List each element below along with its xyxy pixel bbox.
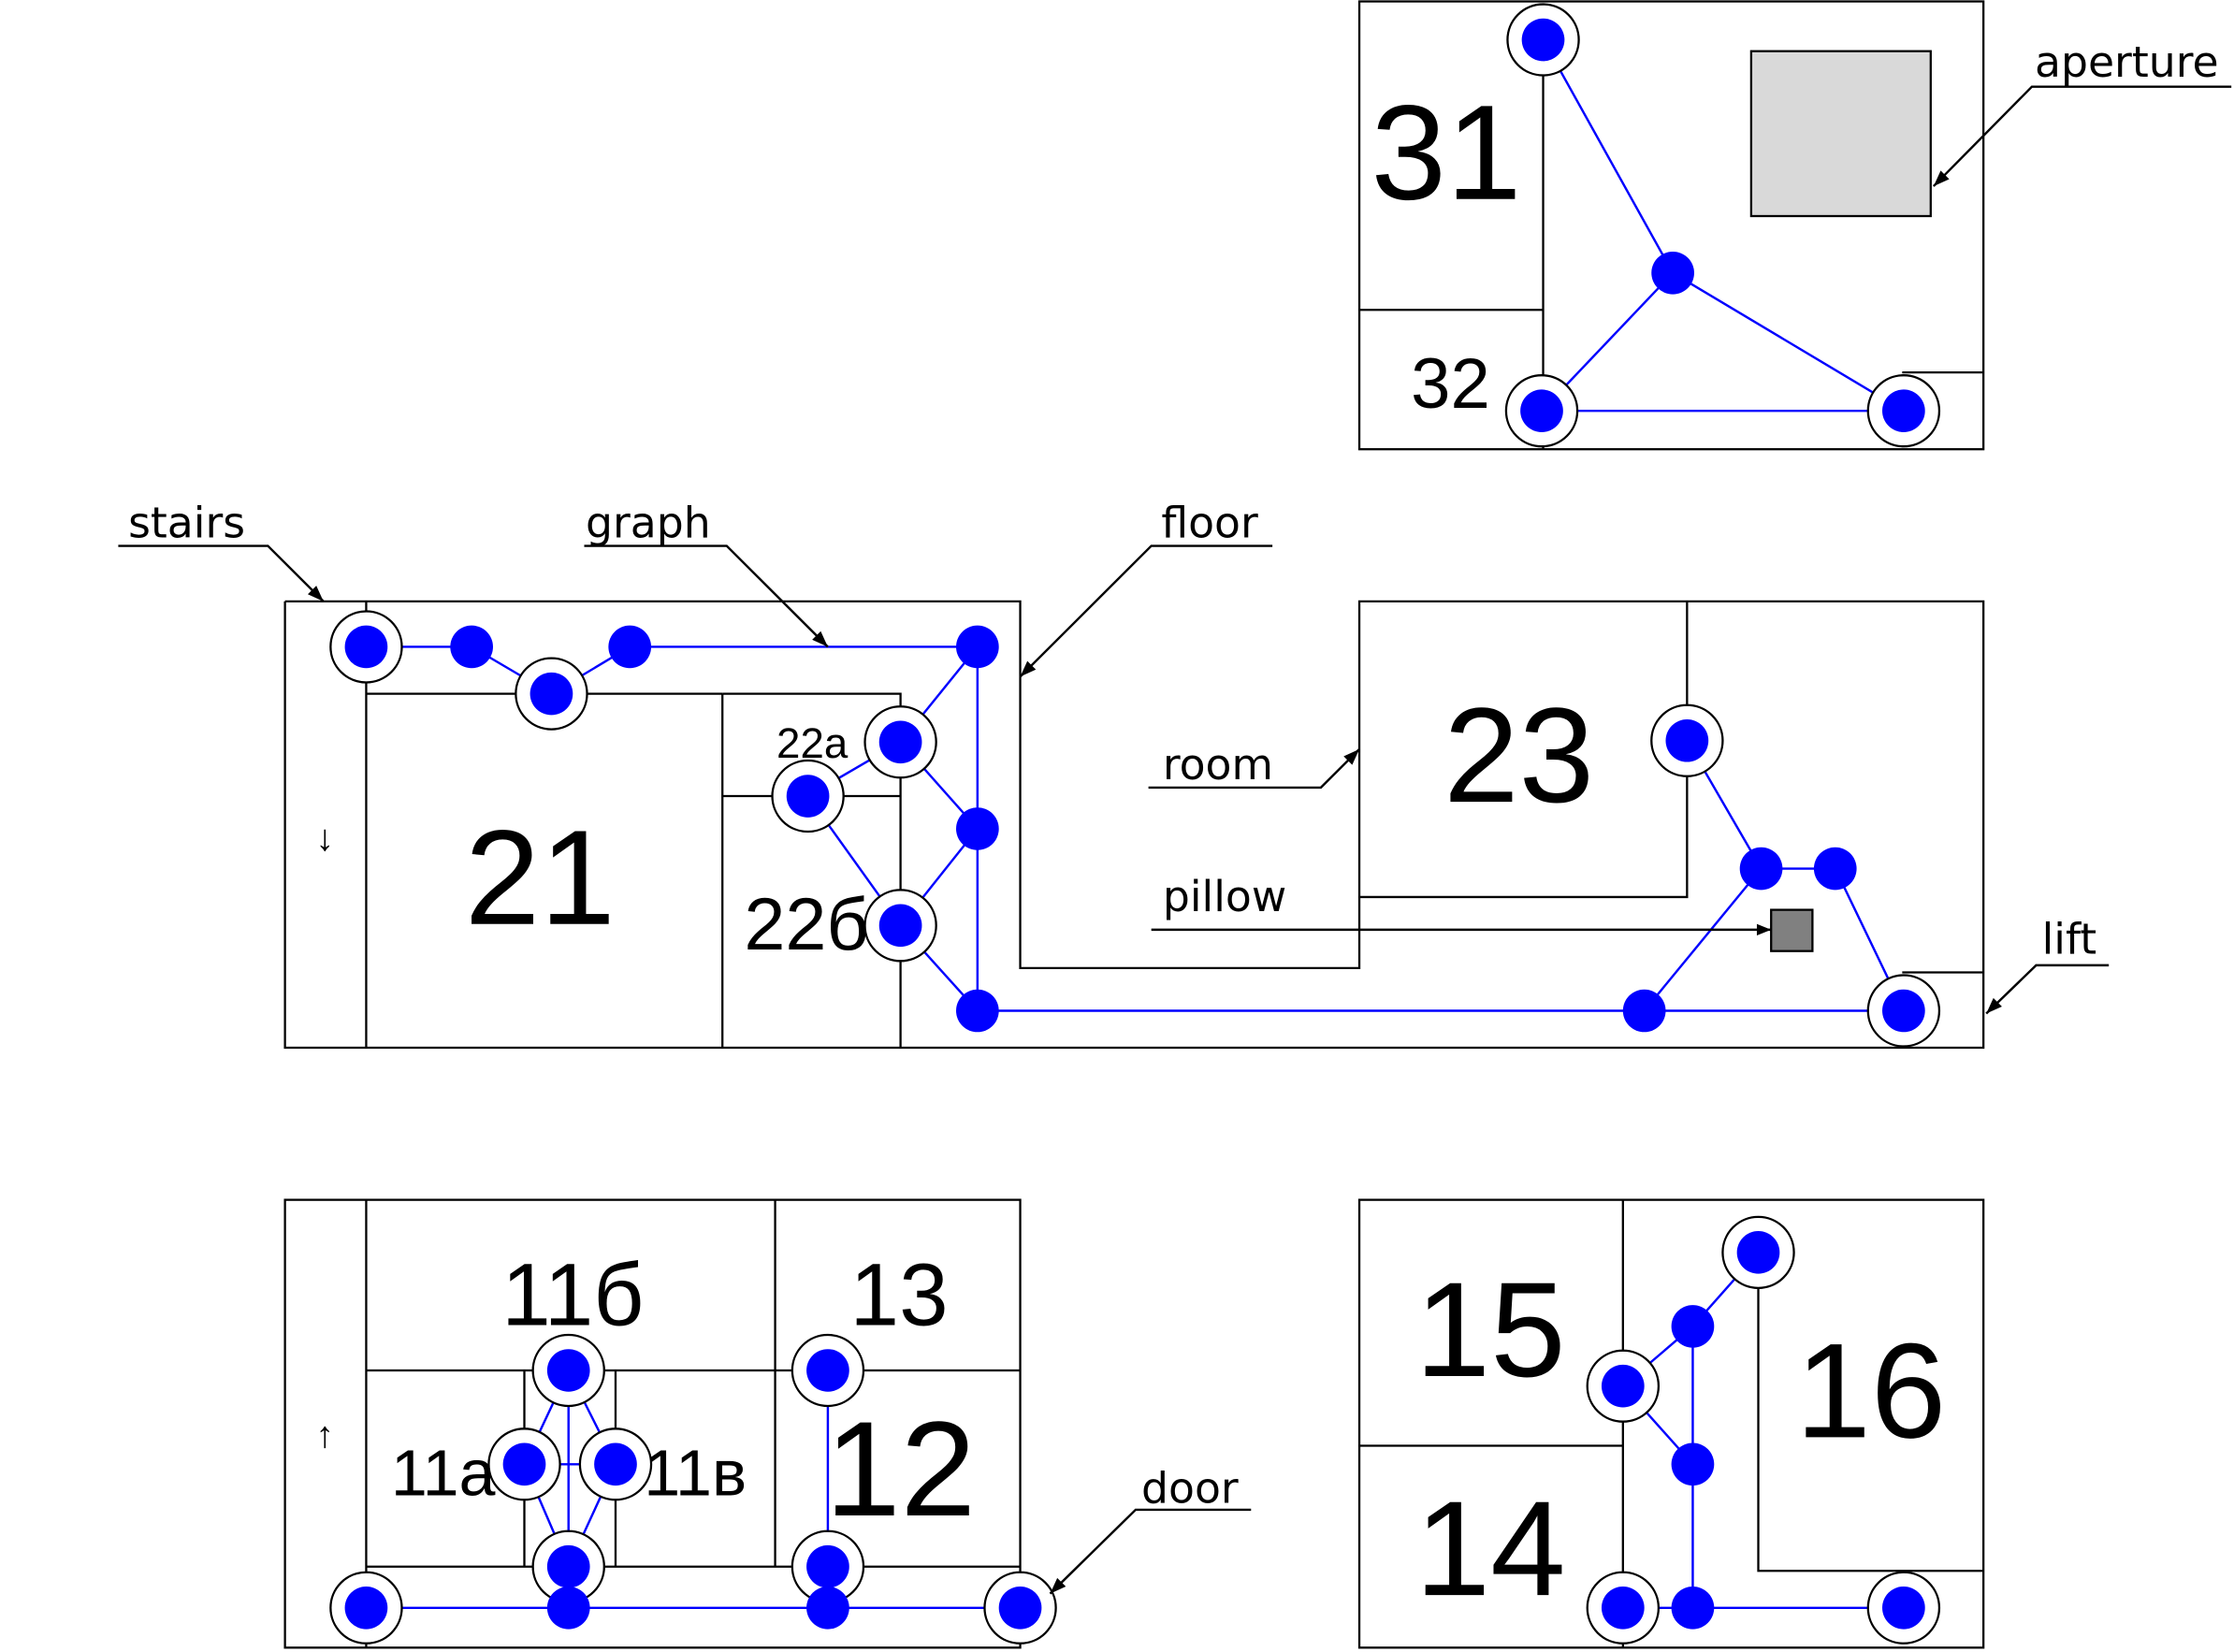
- room-label-13: 13: [850, 1245, 949, 1343]
- floor-1-left: ↑ 11б 13 11а 11в 12: [283, 1198, 1057, 1649]
- stairs-leader: [118, 544, 325, 602]
- graph-node: [956, 625, 999, 669]
- floor-1-right-outline: [1357, 1198, 1985, 1649]
- lift-leader: [1985, 964, 2110, 1015]
- graph-node: [546, 1349, 590, 1392]
- graph-node: [998, 1586, 1042, 1630]
- graph-node: [594, 1442, 637, 1486]
- door-leader: [1049, 1508, 1252, 1595]
- graph-edge: [1672, 271, 1905, 413]
- room-label-22b: 22б: [744, 882, 868, 965]
- aperture-shape: [1749, 50, 1932, 218]
- aperture-leader: [1932, 85, 2232, 187]
- graph-node: [450, 625, 493, 669]
- room-label-11a: 11а: [391, 1437, 496, 1510]
- arrowhead: [1933, 170, 1950, 187]
- room-label-15: 15: [1415, 1253, 1566, 1405]
- annotation-stairs: stairs: [128, 498, 245, 547]
- annotation-door: door: [1141, 1463, 1239, 1513]
- floor-1-right: 15 16 14: [1357, 1198, 1985, 1649]
- wall: [1359, 601, 1689, 899]
- graph-node: [1521, 18, 1565, 62]
- room-label-16: 16: [1795, 1315, 1946, 1467]
- room-label-32: 32: [1411, 344, 1490, 424]
- graph-node: [1736, 1231, 1780, 1274]
- wall: [1757, 1252, 1984, 1572]
- graph-node: [1882, 989, 1925, 1033]
- graph-node: [502, 1442, 546, 1486]
- room-label-14: 14: [1415, 1472, 1566, 1624]
- room-leader: [1148, 748, 1360, 790]
- annotation-pillow: pillow: [1163, 872, 1286, 921]
- floor-2: ↓: [283, 600, 1985, 1050]
- floor-leader: [1019, 544, 1273, 678]
- annotation-aperture: aperture: [2035, 37, 2219, 87]
- graph-node: [956, 807, 999, 850]
- arrowhead: [307, 586, 324, 601]
- graph-node: [546, 1544, 590, 1588]
- graph-node: [806, 1544, 849, 1588]
- floor-3-outline: [1357, 0, 1985, 451]
- graph-node: [786, 775, 830, 818]
- annotation-room: room: [1163, 740, 1273, 790]
- graph-node: [1601, 1586, 1645, 1630]
- arrowhead: [1050, 1577, 1066, 1594]
- graph-node: [1813, 847, 1857, 891]
- graph-node: [1651, 251, 1694, 295]
- stairs-down-arrow: ↓: [315, 818, 334, 859]
- room-label-11v: 11в: [644, 1437, 747, 1510]
- annotation-floor: floor: [1161, 498, 1258, 547]
- room-label-12: 12: [825, 1393, 976, 1544]
- graph-node: [344, 625, 388, 669]
- room-label-22a: 22а: [776, 719, 849, 767]
- room-label-23: 23: [1443, 679, 1594, 831]
- room-label-21: 21: [465, 802, 616, 953]
- graph-node: [1622, 989, 1666, 1033]
- graph-node: [1671, 1586, 1715, 1630]
- room-label-31: 31: [1371, 77, 1521, 228]
- annotation-graph: graph: [586, 498, 711, 547]
- graph-node: [1601, 1364, 1645, 1408]
- graph-node: [806, 1349, 849, 1392]
- graph-edge: [1542, 38, 1675, 274]
- graph-edge: [1643, 867, 1763, 1012]
- graph-node: [1520, 389, 1563, 432]
- graph-node: [1665, 718, 1709, 762]
- floor-2-outline: [283, 600, 1985, 1050]
- graph-node: [1739, 847, 1783, 891]
- graph-node: [956, 989, 999, 1033]
- graph-node: [1882, 1586, 1925, 1630]
- graph-leader: [584, 544, 829, 648]
- graph-node: [529, 672, 573, 716]
- graph-node: [608, 625, 652, 669]
- pillow-shape: [1770, 908, 1814, 952]
- annotations: aperture stairs graph floor room pillow …: [118, 37, 2232, 1595]
- annotation-lift: lift: [2042, 915, 2097, 964]
- stairs-up-arrow: ↑: [315, 1414, 334, 1456]
- arrowhead: [812, 630, 828, 647]
- graph-node: [878, 720, 922, 764]
- arrowhead: [1020, 660, 1037, 677]
- graph-node: [1882, 389, 1925, 432]
- arrowhead: [1756, 923, 1772, 935]
- graph-node: [546, 1586, 590, 1630]
- graph-node: [878, 904, 922, 948]
- graph-node: [806, 1586, 849, 1630]
- arrowhead: [1986, 997, 2002, 1014]
- floor-1-left-outline: [283, 1198, 1022, 1649]
- graph-node: [344, 1586, 388, 1630]
- floor-3: 31 32: [1357, 0, 1985, 451]
- arrowhead: [1343, 748, 1360, 765]
- graph-node: [1671, 1442, 1715, 1486]
- room-label-11b: 11б: [501, 1245, 644, 1343]
- graph-node: [1671, 1305, 1715, 1348]
